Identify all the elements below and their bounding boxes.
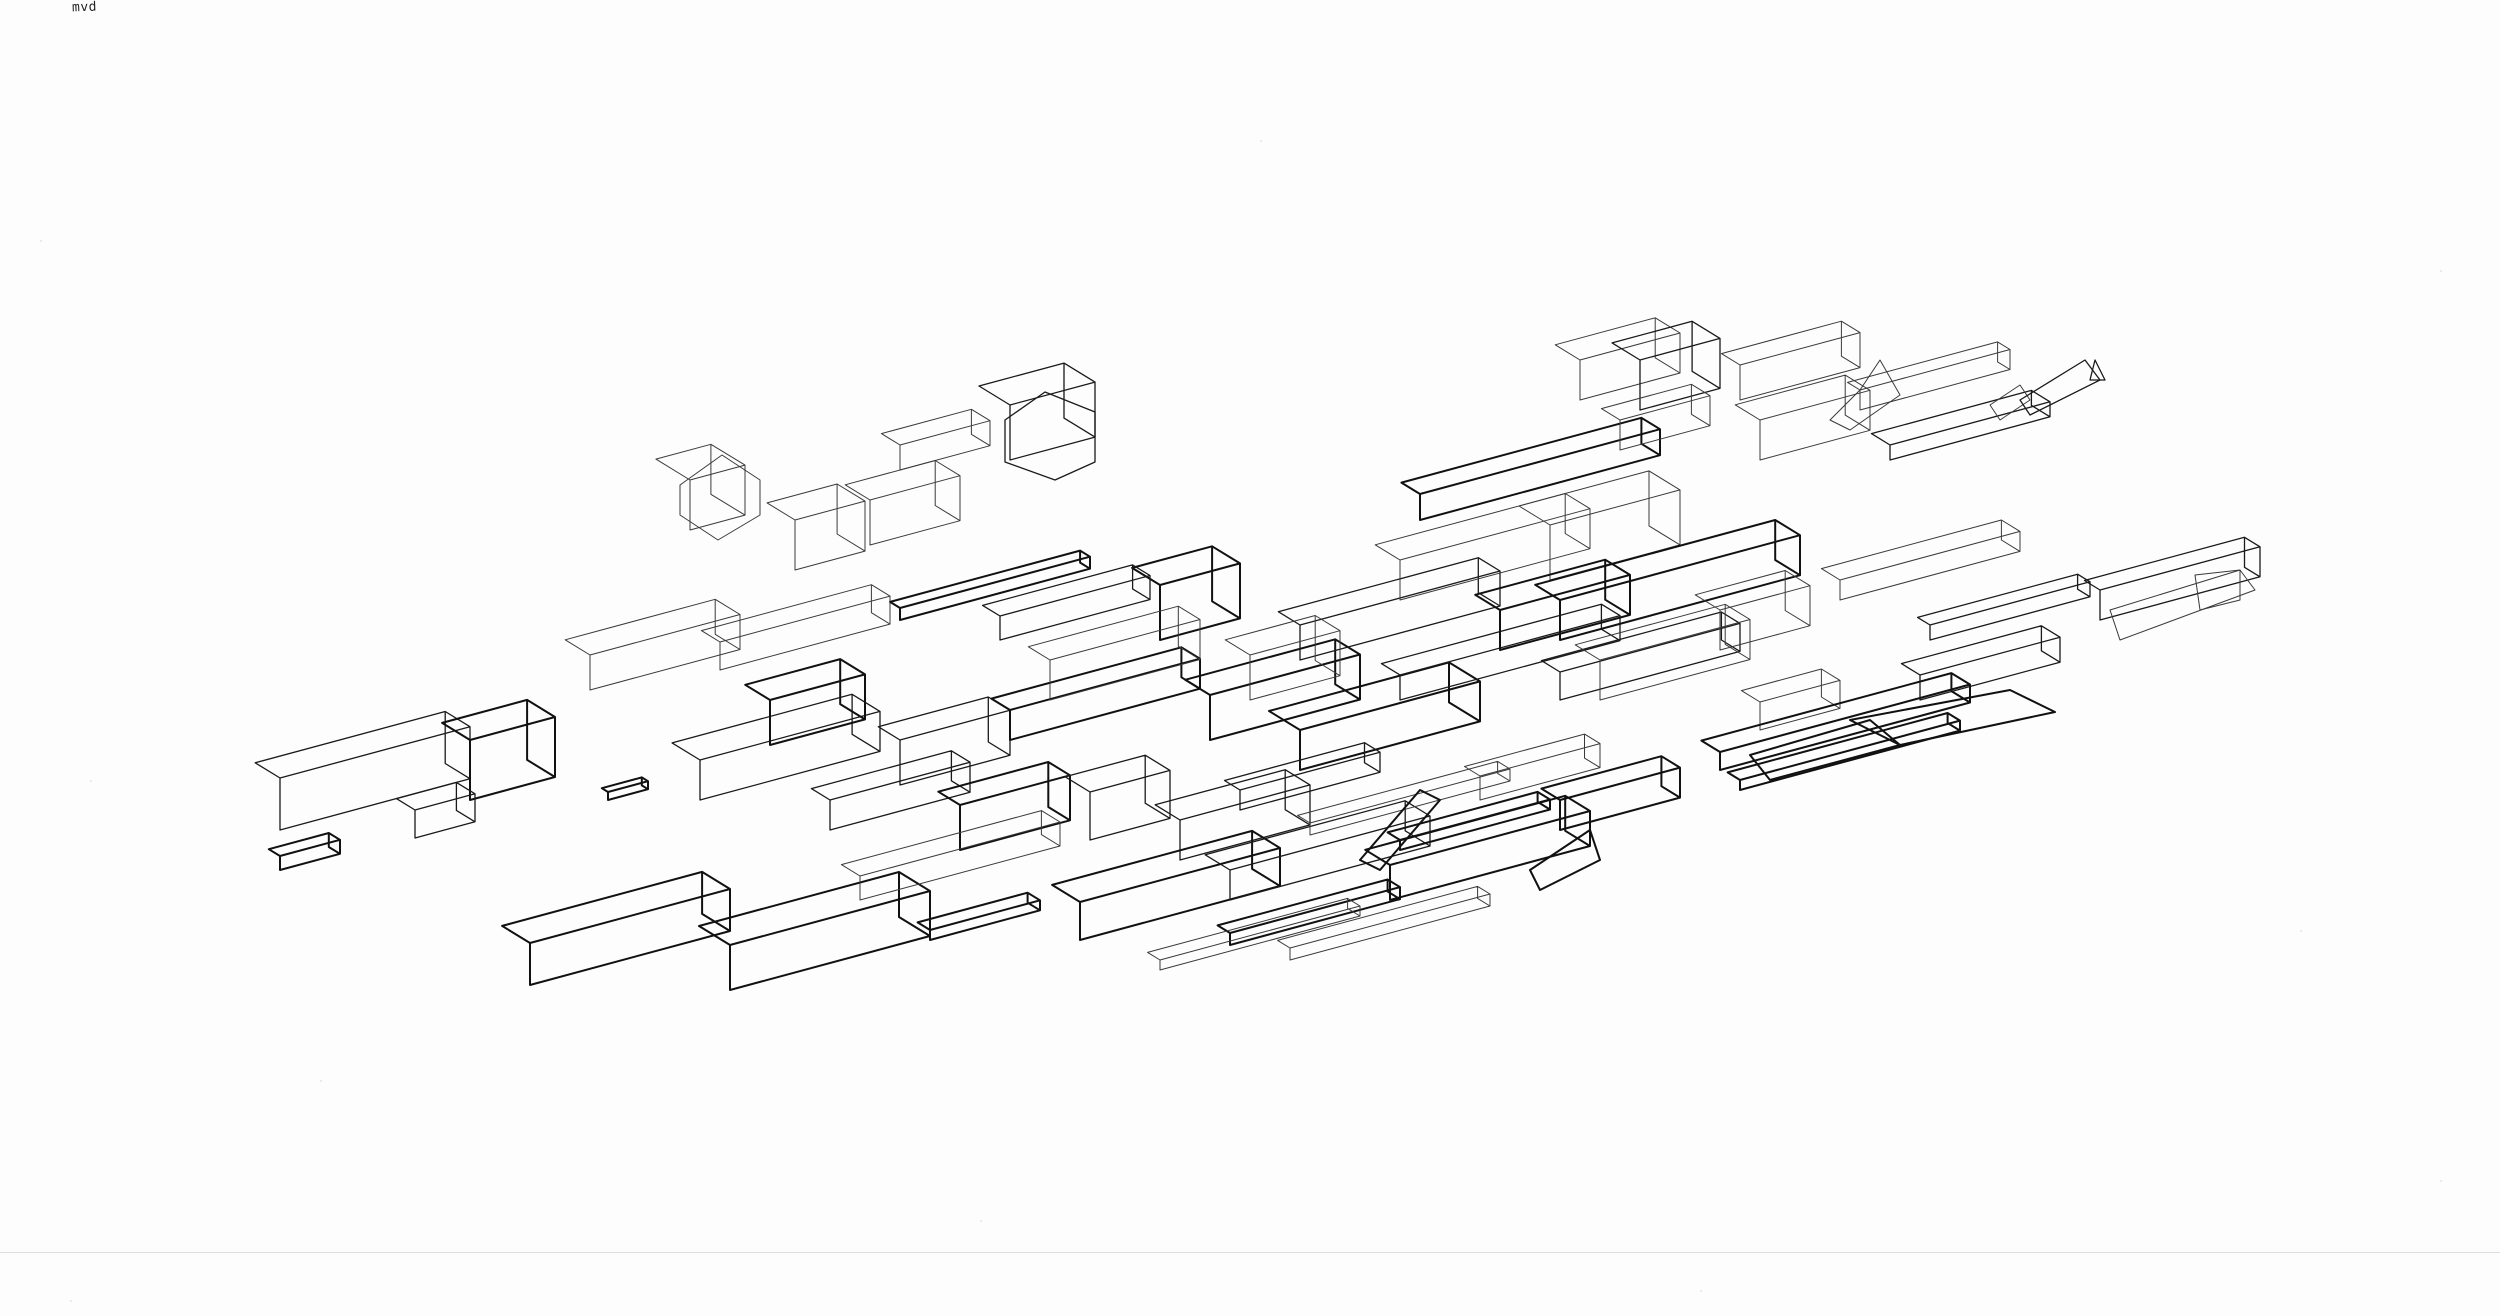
building-block <box>840 810 1061 901</box>
building-block <box>1224 615 1341 701</box>
building-block <box>937 761 1071 851</box>
building-block <box>1277 885 1491 961</box>
building-block <box>1374 493 1591 601</box>
building-block <box>1740 668 1841 731</box>
building-block <box>1540 611 1741 701</box>
building-block <box>1540 755 1681 831</box>
paper-speck <box>90 780 92 782</box>
building-block <box>744 658 866 746</box>
building-block <box>1600 383 1711 451</box>
building-block <box>1004 391 1096 481</box>
building-block <box>1364 794 1591 901</box>
building-block <box>1611 320 1721 411</box>
building-block <box>1147 897 1361 971</box>
building-block <box>655 443 746 531</box>
building-block <box>1386 790 1551 851</box>
building-block <box>2109 569 2256 641</box>
building-block <box>981 564 1151 641</box>
building-block <box>1900 625 2061 701</box>
building-block <box>2089 359 2106 381</box>
building-block <box>1749 719 1901 781</box>
building-block <box>1064 754 1171 841</box>
paper-speck <box>320 1080 322 1082</box>
building-block <box>916 891 1041 941</box>
building-block <box>2083 536 2261 621</box>
building-block <box>1223 742 1381 811</box>
paper-speck <box>980 1220 982 1222</box>
paper-speck <box>1700 1290 1702 1292</box>
building-block <box>1529 829 1601 891</box>
building-block <box>501 870 731 986</box>
building-block <box>1829 359 1901 431</box>
building-block <box>564 598 741 691</box>
building-block <box>810 750 971 831</box>
building-block <box>889 549 1091 621</box>
building-block <box>1131 545 1241 641</box>
building-block <box>1027 605 1201 701</box>
building-block <box>441 698 556 801</box>
building-block <box>978 362 1096 461</box>
sheet-edge-line <box>0 1252 2500 1253</box>
paper-speck <box>1260 140 1262 142</box>
building-block <box>698 871 931 991</box>
building-block <box>844 460 961 546</box>
building-block <box>1870 389 2051 461</box>
building-block <box>1694 570 1811 651</box>
building-block <box>990 646 1201 741</box>
building-block <box>1474 558 1631 651</box>
building-block <box>1820 519 2021 601</box>
building-block <box>1916 573 2091 641</box>
paper-speck <box>2300 930 2302 932</box>
building-block <box>877 696 1011 786</box>
building-block <box>671 693 881 801</box>
building-block <box>1726 712 1961 791</box>
building-block <box>1216 878 1401 946</box>
building-block <box>1849 689 2056 746</box>
building-block <box>1359 789 1441 871</box>
building-block <box>267 832 341 871</box>
building-blocks-group <box>254 317 2261 991</box>
building-block <box>1184 638 1361 741</box>
building-block <box>1847 341 2011 411</box>
building-block <box>1989 384 2031 421</box>
building-block <box>1051 829 1281 941</box>
building-block <box>1400 416 1661 521</box>
paper-speck <box>40 240 42 242</box>
building-block <box>395 781 476 839</box>
building-block <box>1464 733 1601 801</box>
building-block <box>600 776 649 801</box>
building-block <box>1154 769 1311 861</box>
building-block <box>1700 672 1971 771</box>
building-block <box>254 710 471 831</box>
building-block <box>1734 374 1871 461</box>
paper-speck <box>70 1300 72 1302</box>
building-block <box>880 408 991 471</box>
building-block <box>679 454 761 541</box>
building-block <box>1534 519 1801 641</box>
building-block <box>1720 320 1861 401</box>
building-block <box>700 584 891 671</box>
paper-speck <box>2440 1180 2442 1182</box>
building-block <box>2194 569 2241 611</box>
building-block <box>1574 603 1751 701</box>
building-block <box>1297 760 1511 836</box>
building-block <box>766 483 866 571</box>
paper-speck <box>2440 270 2442 272</box>
